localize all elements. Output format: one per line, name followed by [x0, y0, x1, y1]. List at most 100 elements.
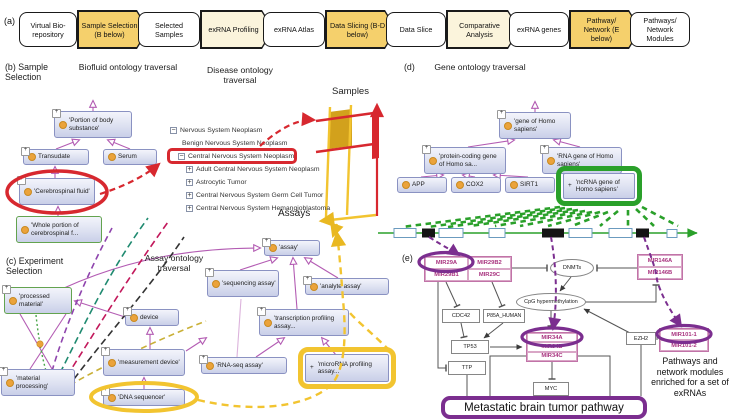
node-serum: Serum [103, 149, 157, 165]
node-label: 'measurement device' [118, 358, 180, 366]
term-icon [108, 153, 116, 161]
node-label: SIRT1 [520, 181, 538, 189]
exrna-locus-box [422, 228, 435, 238]
flow-step-exrna-atlas: exRNA Atlas [263, 12, 325, 47]
tree-collapse-icon: − [170, 127, 177, 134]
mir29-family-group: MIR29A MIR29B2 MIR29B1 MIR29C [424, 256, 512, 282]
node-mir29b2: MIR29B2 [468, 257, 511, 269]
expand-icon: + [101, 387, 110, 396]
exon-box [438, 228, 464, 238]
panel-d-tag: (d) [404, 62, 415, 72]
highlight-microrna-profiling-assay: + 'microRNA profiling assay... [298, 347, 396, 389]
exon-box [488, 228, 506, 238]
node-label: 'Whole portion of cerebrospinal f... [31, 222, 79, 237]
assays-axis-label: Assays [278, 208, 311, 219]
node-sirt1: SIRT1 [505, 177, 555, 193]
flow-step-label: Sample Selection (B below) [79, 12, 148, 48]
flow-step-comparative-analysis: Comparative Analysis [446, 10, 520, 49]
node-ezh2: EZH2 [626, 332, 656, 345]
genome-track [378, 228, 698, 238]
disease-label: Central Nervous System Neoplasm [188, 153, 295, 160]
term-icon [59, 120, 67, 129]
node-label: 'RNA gene of Homo sapiens' [557, 153, 614, 168]
workflow-diagram: (a) Virtual Bio- repository Sample Selec… [4, 10, 690, 49]
term-icon [402, 181, 410, 189]
pathway-caption: Pathways and network modules enriched fo… [651, 356, 729, 398]
node-label: Serum [118, 153, 137, 161]
node-label: 'assay' [279, 244, 299, 252]
exon-box [568, 228, 593, 238]
node-mir146a: MIR146A [638, 255, 682, 267]
node-mir101-2: MIR101-2 [660, 340, 708, 351]
term-icon [547, 156, 555, 165]
term-icon [6, 378, 14, 387]
exon-box [666, 229, 678, 238]
mir34-family-group: MIR34A MIR34B MIR34C [526, 332, 578, 362]
tree-expand-icon: + [186, 179, 193, 186]
node-mir29c: MIR29C [468, 269, 511, 281]
expand-icon: + [101, 347, 110, 356]
flow-step-label: exRNA genes [517, 25, 561, 34]
flow-step-sample-selection: Sample Selection (B below) [77, 10, 149, 49]
expand-icon: + [540, 145, 549, 154]
expand-icon: + [422, 145, 431, 154]
disease-label: Benign Nervous System Neoplasm [182, 140, 288, 147]
term-icon [510, 181, 518, 189]
term-icon [264, 318, 272, 327]
node-label: 'sequencing assay' [222, 279, 276, 287]
flow-step-data-slice: Data Slice [386, 12, 446, 47]
node-mir29b1: MIR29B1 [425, 269, 468, 281]
disease-label: Central Nervous System Germ Cell Tumor [196, 192, 324, 199]
flow-step-label: Virtual Bio- repository [30, 20, 66, 39]
exrna-locus-box [636, 228, 649, 238]
expand-icon: + [2, 285, 11, 294]
node-label: 'DNA sequencer' [118, 393, 166, 401]
flow-step-label: exRNA Atlas [274, 25, 314, 34]
highlight-central-nervous-system-neoplasm [167, 148, 297, 164]
panel-c-title: (c) Experiment Selection [6, 256, 64, 277]
panel-b-title: (b) Sample Selection [5, 62, 49, 83]
node-label: 'Cerebrospinal fluid' [34, 187, 90, 195]
node-label: 'RNA-seq assay' [216, 361, 263, 369]
node-tp53: TP53 [451, 340, 489, 354]
node-measurement-device: + 'measurement device' [101, 347, 185, 376]
tree-expand-icon: + [186, 166, 193, 173]
samples-axis-label: Samples [332, 86, 369, 97]
expand-icon: + [123, 307, 132, 316]
mir101-family-group: MIR101-1 MIR101-2 [659, 328, 709, 352]
expand-icon: + [568, 182, 572, 190]
term-icon [429, 156, 437, 165]
term-icon [9, 296, 17, 305]
node-mir101-1: MIR101-1 [660, 329, 708, 340]
node-mir29a: MIR29A [425, 257, 468, 269]
flow-step-label: Pathways/ Network Modules [643, 16, 677, 43]
node-rna-seq-assay: + 'RNA-seq assay' [199, 355, 287, 374]
metastatic-brain-tumor-pathway-box: Metastatic brain tumor pathway [441, 396, 647, 419]
node-cerebrospinal-fluid: + 'Cerebrospinal fluid' [17, 176, 95, 205]
expand-icon: + [205, 268, 214, 277]
disease-item: −Nervous System Neoplasm [170, 124, 330, 137]
node-label: 'gene of Homo sapiens' [514, 118, 556, 133]
biofluid-heading: Biofluid ontology traversal [78, 62, 178, 72]
panel-e-tag: (e) [402, 253, 413, 263]
node-device: + device [123, 307, 179, 326]
node-mir146b: MIR146B [638, 267, 682, 279]
node-label: 'microRNA profiling assay... [317, 360, 372, 375]
tree-expand-icon: + [186, 205, 193, 212]
node-assay: + 'assay' [262, 238, 320, 256]
tree-collapse-icon: − [178, 153, 185, 160]
disease-item: +Central Nervous System Hemangioblastoma [170, 202, 330, 215]
node-label: device [140, 313, 159, 321]
expand-icon: + [262, 238, 271, 247]
node-cox2: COX2 [451, 177, 501, 193]
flow-step-data-slicing: Data Slicing (B-D below) [325, 10, 397, 49]
flow-step-label: Selected Samples [155, 20, 183, 39]
disease-label: Central Nervous System Hemangioblastoma [196, 205, 331, 212]
disease-item: +Central Nervous System Germ Cell Tumor [170, 189, 330, 202]
disease-label: Adult Central Nervous System Neoplasm [196, 166, 320, 173]
disease-tree: −Nervous System Neoplasm Benign Nervous … [170, 124, 330, 215]
node-transcription-profiling-assay: + 'transcription profiling assay... [257, 307, 349, 336]
flow-step-label: exRNA Profiling [202, 12, 273, 48]
expand-icon: + [257, 307, 266, 316]
node-portion-of-body-substance: + 'Portion of body substance' [52, 109, 132, 138]
